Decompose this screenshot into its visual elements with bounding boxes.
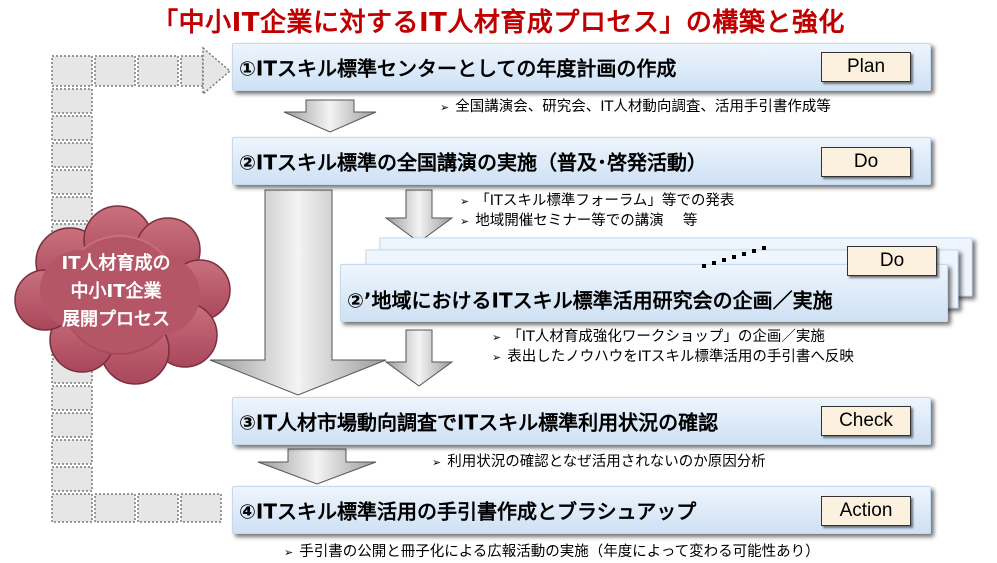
ellipsis-dots [702, 246, 766, 268]
note-check: ➢利用状況の確認となぜ活用されないのか原因分析 [432, 454, 766, 470]
step-do2-label: ②’地域におけるITスキル標準活用研究会の企画／実施 [347, 288, 833, 313]
triangle-bullet-icon: ➢ [460, 195, 470, 208]
note-do2-2: ➢表出したノウハウをITスキル標準活用の手引書へ反映 [492, 349, 854, 365]
badge-do2: Do [847, 246, 937, 276]
arrow-do2-to-check [384, 329, 454, 387]
arrow-check-to-action [257, 448, 377, 485]
page-title: 「中小IT企業に対するIT人材育成プロセス」の構築と強化 [152, 8, 845, 38]
step-do-label: ②ITスキル標準の全国講演の実施（普及･啓発活動） [239, 150, 708, 175]
step-action: ④ITスキル標準活用の手引書作成とブラシュアップ Action [232, 486, 931, 534]
down-arrows [209, 99, 454, 485]
triangle-bullet-icon: ➢ [440, 101, 450, 114]
triangle-bullet-icon: ➢ [284, 546, 294, 559]
step-action-label: ④ITスキル標準活用の手引書作成とブラシュアップ [239, 499, 697, 524]
badge-do: Do [821, 147, 911, 177]
step-plan: ①ITスキル標準センターとしての年度計画の作成 Plan [232, 43, 931, 91]
note-plan: ➢全国講演会、研究会、IT人材動向調査、活用手引書作成等 [440, 99, 831, 115]
step-check-label: ③IT人材市場動向調査でITスキル標準利用状況の確認 [239, 410, 719, 435]
badge-plan: Plan [821, 52, 911, 82]
step-check: ③IT人材市場動向調査でITスキル標準利用状況の確認 Check [232, 397, 931, 445]
triangle-bullet-icon: ➢ [492, 331, 502, 344]
cloud-label: IT人材育成の 中小IT企業 展開プロセス [30, 250, 202, 334]
triangle-bullet-icon: ➢ [492, 351, 502, 364]
note-do-1: ➢「ITスキル標準フォーラム」等での発表 [460, 193, 735, 209]
step-do2: ②’地域におけるITスキル標準活用研究会の企画／実施 [340, 264, 948, 322]
cloud-line: 展開プロセス [62, 309, 170, 330]
note-do2-1: ➢「IT人材育成強化ワークショップ」の企画／実施 [492, 329, 825, 345]
arrow-do-to-do2 [384, 189, 454, 243]
arrow-do-to-check-big [209, 189, 387, 396]
step-plan-label: ①ITスキル標準センターとしての年度計画の作成 [239, 56, 677, 81]
cloud-line: 中小IT企業 [70, 281, 162, 302]
note-do-2: ➢地域開催セミナー等での講演 等 [460, 213, 698, 229]
arrow-plan-to-do [283, 99, 377, 133]
note-action: ➢手引書の公開と冊子化による広報活動の実施（年度によって変わる可能性あり） [284, 544, 820, 560]
cloud-line: IT人材育成の [61, 253, 171, 274]
badge-action: Action [821, 496, 911, 526]
triangle-bullet-icon: ➢ [432, 456, 442, 469]
triangle-bullet-icon: ➢ [460, 215, 470, 228]
step-do: ②ITスキル標準の全国講演の実施（普及･啓発活動） Do [232, 137, 931, 185]
badge-check: Check [821, 406, 911, 436]
